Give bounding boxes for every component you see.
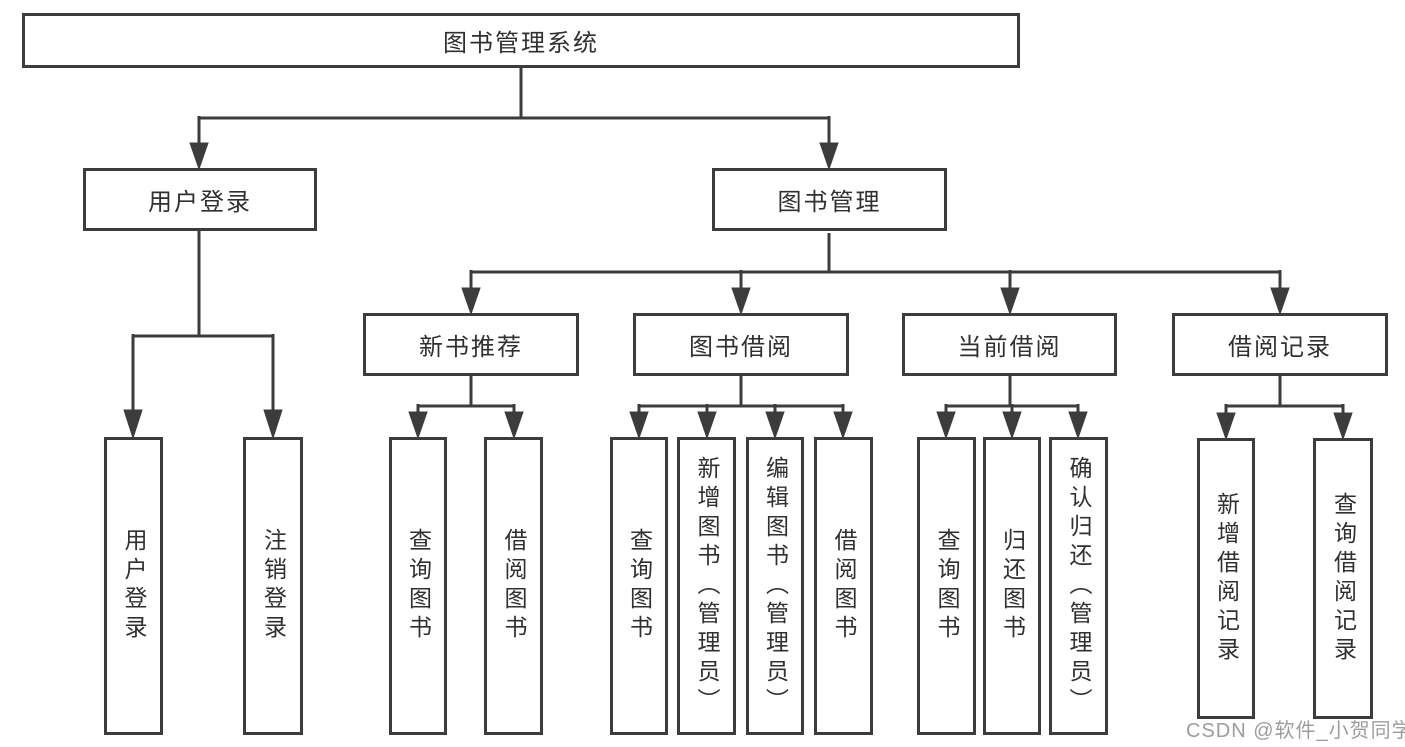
node-book-borrow: 图书借阅 — [633, 313, 849, 376]
leaf-current-query: 查询图书 — [917, 437, 976, 735]
leaf-logout: 注销登录 — [243, 437, 303, 735]
node-user-login: 用户登录 — [83, 168, 317, 231]
connector-new-book-to-leaves — [408, 376, 524, 440]
leaf-newbook-query-label: 查询图书 — [405, 528, 432, 644]
leaf-borrow-book: 借阅图书 — [814, 437, 873, 735]
node-borrow-record: 借阅记录 — [1172, 313, 1388, 376]
leaf-borrow-book-label: 借阅图书 — [831, 528, 857, 644]
node-current-borrow: 当前借阅 — [902, 313, 1117, 376]
node-root-system: 图书管理系统 — [22, 13, 1020, 68]
leaf-confirm-return-admin-label: 确认归还（管理员） — [1066, 455, 1092, 717]
leaf-logout-label: 注销登录 — [260, 528, 287, 644]
leaf-current-query-label: 查询图书 — [934, 528, 960, 644]
leaf-record-query: 查询借阅记录 — [1313, 438, 1373, 719]
leaf-newbook-borrow: 借阅图书 — [484, 437, 543, 735]
leaf-newbook-borrow-label: 借阅图书 — [501, 528, 527, 644]
connector-user-login-to-leaves — [123, 231, 283, 440]
connector-root-to-level2 — [189, 68, 839, 171]
leaf-borrow-add-admin: 新增图书（管理员） — [677, 437, 736, 735]
connector-book-borrow-to-leaves — [629, 376, 853, 440]
leaf-newbook-query: 查询图书 — [389, 437, 447, 735]
leaf-borrow-edit-admin: 编辑图书（管理员） — [746, 437, 804, 735]
leaf-borrow-add-admin-label: 新增图书（管理员） — [694, 455, 720, 717]
connector-borrow-record-to-leaves — [1216, 376, 1353, 441]
leaf-return-book: 归还图书 — [983, 437, 1041, 735]
leaf-record-query-label: 查询借阅记录 — [1330, 491, 1357, 666]
leaf-borrow-edit-admin-label: 编辑图书（管理员） — [762, 455, 789, 717]
leaf-borrow-query-label: 查询图书 — [626, 528, 653, 644]
leaf-confirm-return-admin: 确认归还（管理员） — [1049, 437, 1108, 735]
leaf-user-login: 用户登录 — [104, 437, 163, 735]
leaf-user-login-label: 用户登录 — [121, 528, 147, 644]
connector-management-to-level3 — [461, 233, 1290, 316]
leaf-record-add-label: 新增借阅记录 — [1213, 491, 1240, 666]
node-book-management: 图书管理 — [712, 168, 947, 231]
leaf-borrow-query: 查询图书 — [610, 437, 668, 735]
connector-current-borrow-to-leaves — [936, 376, 1088, 440]
leaf-return-book-label: 归还图书 — [999, 528, 1026, 644]
node-new-book-recommend: 新书推荐 — [363, 313, 579, 376]
csdn-watermark: CSDN @软件_小贺同学 — [1186, 720, 1405, 742]
leaf-record-add: 新增借阅记录 — [1197, 438, 1255, 719]
